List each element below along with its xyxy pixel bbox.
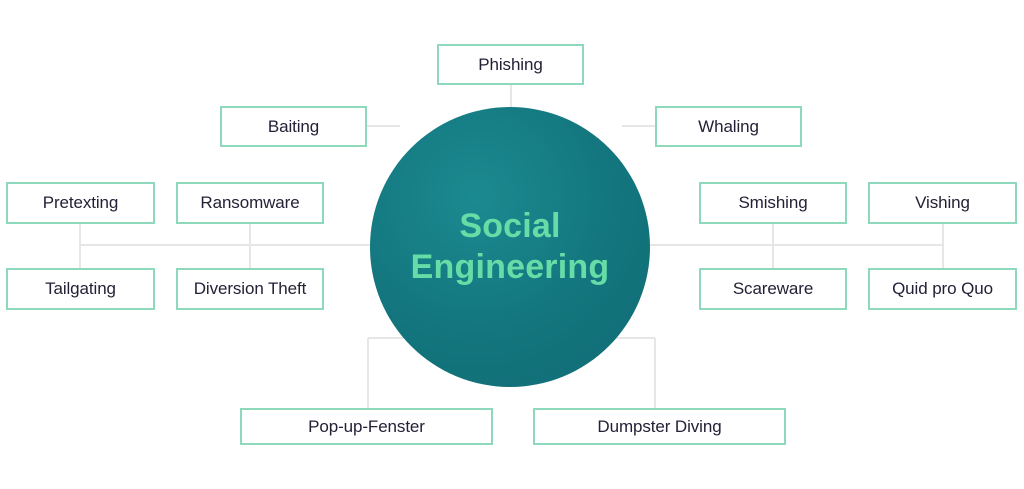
node-diversion-theft[interactable]: Diversion Theft — [176, 268, 324, 310]
node-smishing[interactable]: Smishing — [699, 182, 847, 224]
node-ransomware[interactable]: Ransomware — [176, 182, 324, 224]
node-smishing-label: Smishing — [738, 193, 808, 212]
center-node-social-engineering[interactable]: Social Engineering — [370, 107, 650, 387]
node-baiting-label: Baiting — [267, 116, 320, 136]
node-vishing[interactable]: Vishing — [868, 182, 1017, 224]
node-diversion-theft-label: Diversion Theft — [193, 279, 307, 298]
center-node-label-line2: Engineering — [410, 248, 610, 286]
node-popup-fenster[interactable]: Pop-up-Fenster — [240, 408, 493, 445]
node-pretexting-label: Pretexting — [42, 193, 119, 212]
node-whaling-label: Whaling — [698, 116, 759, 136]
node-phishing[interactable]: Phishing — [437, 44, 584, 85]
node-quid-pro-quo[interactable]: Quid pro Quo — [868, 268, 1017, 310]
node-scareware-label: Scareware — [732, 279, 814, 298]
center-node-label-line1: Social — [459, 206, 561, 245]
node-quid-pro-quo-label: Quid pro Quo — [892, 279, 993, 298]
node-popup-fenster-label: Pop-up-Fenster — [308, 416, 425, 436]
node-pretexting[interactable]: Pretexting — [6, 182, 155, 224]
node-dumpster-diving[interactable]: Dumpster Diving — [533, 408, 786, 445]
node-phishing-label: Phishing — [478, 54, 543, 74]
node-vishing-label: Vishing — [915, 193, 970, 212]
center-node-label: Social Engineering — [411, 206, 610, 289]
node-whaling[interactable]: Whaling — [655, 106, 802, 147]
node-baiting[interactable]: Baiting — [220, 106, 367, 147]
node-tailgating-label: Tailgating — [45, 279, 116, 298]
node-tailgating[interactable]: Tailgating — [6, 268, 155, 310]
node-ransomware-label: Ransomware — [200, 193, 300, 212]
node-dumpster-diving-label: Dumpster Diving — [597, 416, 722, 436]
node-scareware[interactable]: Scareware — [699, 268, 847, 310]
